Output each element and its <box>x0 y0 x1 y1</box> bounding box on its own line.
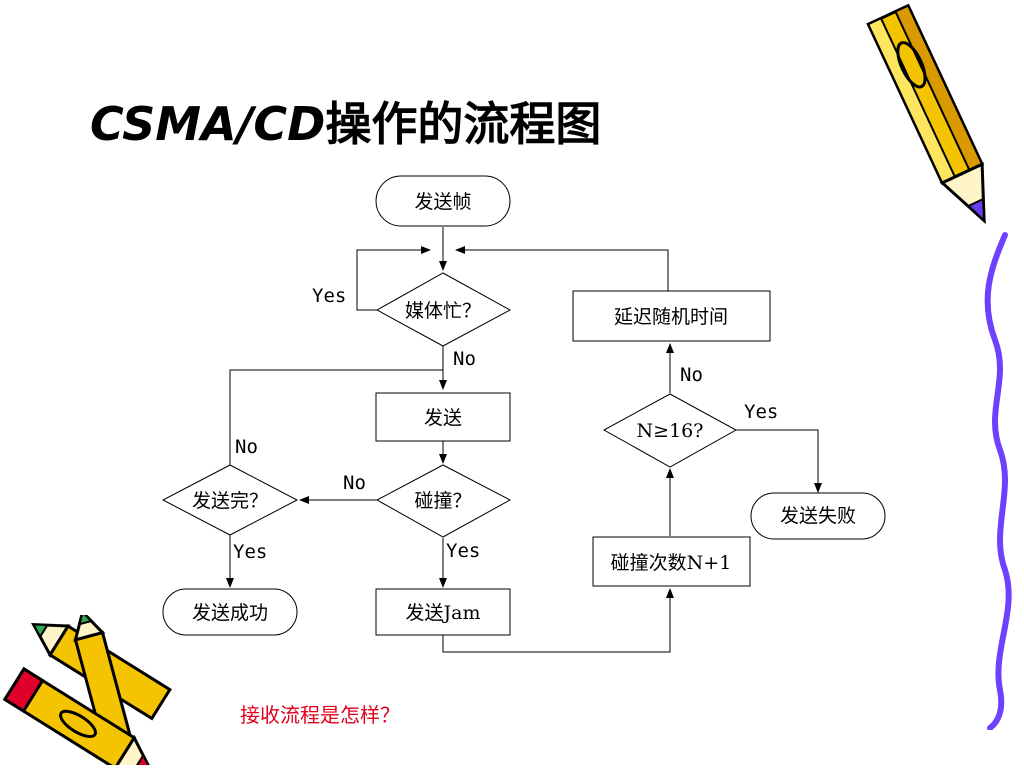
node-send-jam: 发送Jam <box>375 588 511 636</box>
edge-jam-to-count <box>442 588 674 653</box>
node-send-done-label: 发送完？ <box>192 490 268 512</box>
node-send-success: 发送成功 <box>162 588 298 636</box>
pencil-icon-top-right <box>866 3 986 225</box>
edge-busy-yes-loop <box>356 246 431 311</box>
node-send-frame: 发送帧 <box>375 175 511 227</box>
slide-title: CSMA/CD操作的流程图 <box>90 88 601 154</box>
node-send-label: 发送 <box>424 407 462 429</box>
label-collision-no: No <box>343 472 366 494</box>
node-send-success-label: 发送成功 <box>192 602 268 624</box>
label-busy-yes: Yes <box>312 285 346 307</box>
node-send-fail-label: 发送失败 <box>780 505 856 527</box>
edge-delay-to-busy <box>455 246 669 291</box>
label-n-yes: Yes <box>744 401 778 423</box>
label-done-yes: Yes <box>233 541 267 563</box>
squiggle-decoration-icon <box>984 232 1012 730</box>
node-send-done: 发送完？ <box>161 464 299 536</box>
node-send-jam-label: 发送Jam <box>406 602 481 624</box>
node-n-check-label: N≥16? <box>637 420 704 442</box>
node-collision-count-label: 碰撞次数N+1 <box>611 552 732 574</box>
connectors <box>226 227 822 653</box>
node-delay-random-label: 延迟随机时间 <box>614 306 728 328</box>
label-done-no: No <box>235 436 258 458</box>
node-collision: 碰撞？ <box>375 464 512 538</box>
receive-question-text: 接收流程是怎样？ <box>240 703 400 727</box>
node-media-busy: 媒体忙？ <box>375 272 512 347</box>
title-cjk: 操作的流程图 <box>325 97 602 151</box>
label-collision-yes: Yes <box>446 540 480 562</box>
node-collision-count: 碰撞次数N+1 <box>592 536 751 587</box>
label-n-no: No <box>680 364 703 386</box>
edge-done-no-loop <box>229 369 443 465</box>
node-n-check: N≥16? <box>602 393 738 468</box>
node-delay-random: 延迟随机时间 <box>572 290 771 342</box>
label-busy-no: No <box>453 348 476 370</box>
node-send-frame-label: 发送帧 <box>414 191 471 213</box>
node-send-fail: 发送失败 <box>750 492 886 540</box>
title-latin: CSMA/CD <box>90 97 326 151</box>
edge-n-yes-to-fail <box>736 429 822 493</box>
pencils-icon-bottom-left <box>2 615 172 765</box>
node-media-busy-label: 媒体忙？ <box>405 300 481 322</box>
node-collision-label: 碰撞？ <box>414 490 471 512</box>
node-send: 发送 <box>375 392 511 442</box>
